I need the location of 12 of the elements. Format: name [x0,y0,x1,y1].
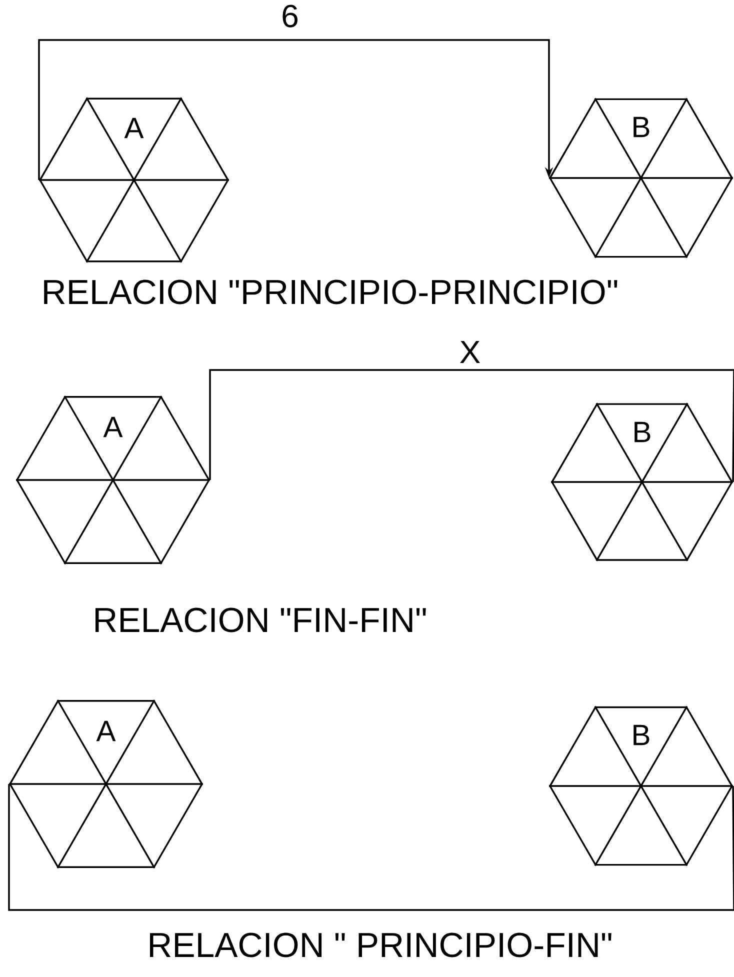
caption: RELACION "FIN-FIN" [96,608,426,632]
hexagon-drawing: B [548,97,734,259]
hexagon-drawing: A [15,395,211,565]
caption: RELACION " PRINCIPIO-FIN" [150,932,612,958]
hexagon-drawing: A [8,699,204,869]
hexagon-drawing: A [38,96,230,264]
edge-label: X [458,340,482,364]
hexagon-drawing: B [550,402,734,562]
connector-arrow [38,39,554,180]
edge-label: 6 [280,3,300,29]
caption: RELACION "PRINCIPIO-PRINCIPIO" [44,280,618,304]
hexagon-drawing: B [548,705,734,867]
